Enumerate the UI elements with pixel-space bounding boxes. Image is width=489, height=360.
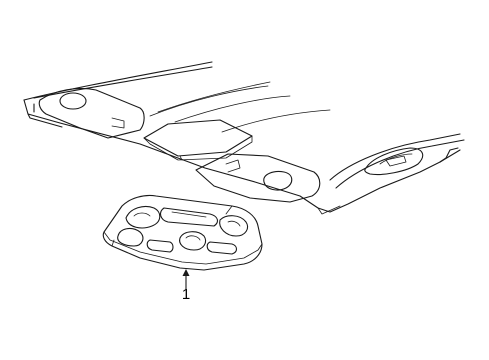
callout-1-leader	[182, 269, 190, 290]
headliner-panel	[23, 61, 465, 215]
console-part-1	[102, 194, 263, 271]
callout-label-1: 1	[181, 286, 191, 303]
